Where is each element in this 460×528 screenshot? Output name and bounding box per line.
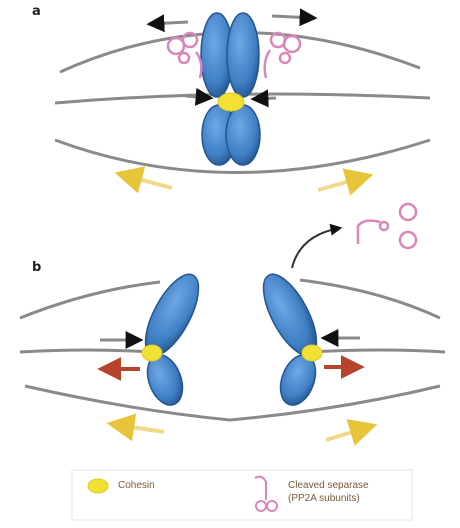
spindle-fiber: [230, 386, 440, 420]
legend-cohesin-label: Cohesin: [118, 480, 155, 492]
black-force-arrow-icon: [292, 228, 340, 268]
chromosome: [135, 267, 209, 410]
spindle-fiber: [300, 280, 440, 318]
yellow-arrow-icon: [318, 176, 368, 190]
spindle-fiber: [25, 386, 230, 420]
spindle-fiber: [20, 350, 150, 352]
chromosome: [201, 13, 260, 165]
chromatid-arm: [226, 105, 260, 165]
cohesin-icon: [218, 93, 244, 111]
spindle-fiber: [20, 282, 160, 318]
black-force-arrow-icon: [150, 22, 188, 24]
panel-a: [55, 13, 430, 190]
black-force-arrow-icon: [272, 16, 314, 18]
spindle-fiber: [310, 350, 445, 352]
cohesin-icon: [142, 345, 162, 361]
yellow-arrow-icon: [112, 424, 164, 432]
legend-pp2a-label-line1: Cleaved separase: [288, 480, 369, 492]
pp2a-complex-icon: [168, 33, 201, 78]
yellow-arrow-icon: [120, 174, 172, 188]
pp2a-complex-icon: [358, 204, 416, 248]
black-force-arrow-icon: [186, 96, 210, 98]
legend-box: [72, 470, 412, 520]
legend-pp2a-label-line2: (PP2A subunits): [288, 493, 360, 505]
panel-label-b: b: [32, 260, 41, 275]
cohesin-icon: [302, 345, 322, 361]
panel-b: [20, 204, 445, 440]
panel-label-a: a: [32, 4, 41, 19]
black-force-arrow-icon: [254, 98, 276, 99]
pp2a-complex-icon: [265, 33, 300, 78]
cohesin-icon: [88, 479, 108, 493]
yellow-arrow-icon: [326, 426, 372, 440]
chromatid-arm: [227, 13, 259, 97]
chromosome: [253, 267, 327, 410]
legend: [72, 470, 412, 520]
